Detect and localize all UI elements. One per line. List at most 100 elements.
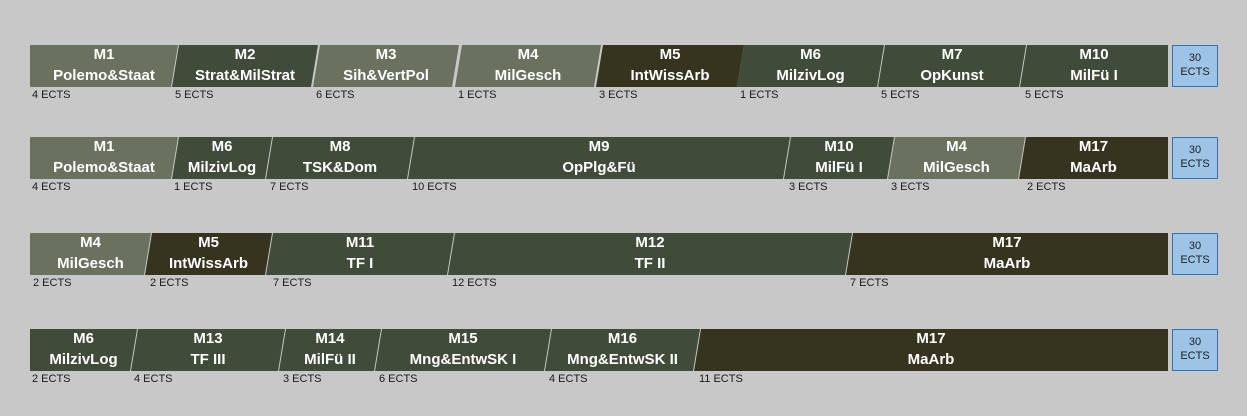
module-fill: [545, 329, 700, 371]
module-block: M2 Strat&MilStrat: [172, 45, 318, 87]
module-shape: [1019, 137, 1168, 179]
module-fill: [448, 233, 852, 275]
module-ects: 3 ECTS: [283, 373, 322, 385]
module-name: OpPlg&Fü: [562, 159, 636, 176]
module-block: M17 MaArb: [846, 233, 1168, 275]
module-ects: 4 ECTS: [549, 373, 588, 385]
total-value: 30: [1188, 52, 1202, 64]
module-name: OpKunst: [920, 67, 984, 84]
module-shape: [455, 45, 601, 87]
module-fill: [30, 45, 178, 87]
module-fill: [375, 329, 551, 371]
module-block: M16 Mng&EntwSK II: [545, 329, 700, 371]
module-shape: [30, 329, 137, 371]
module-code: M4: [946, 138, 967, 155]
module-name: MilzivLog: [49, 351, 118, 368]
module-fill: [172, 137, 272, 179]
module-code: M1: [93, 46, 115, 63]
module-block: M15 Mng&EntwSK I: [375, 329, 551, 371]
module-code: M6: [211, 138, 233, 155]
module-block: M1 Polemo&Staat: [30, 45, 178, 87]
module-shape: [1020, 45, 1168, 87]
module-fill: [266, 233, 454, 275]
module-block: M17 MaArb: [694, 329, 1168, 371]
module-shape: [596, 45, 744, 87]
module-code: M15: [448, 330, 478, 347]
module-shape: [888, 137, 1025, 179]
module-ects: 2 ECTS: [1027, 181, 1066, 193]
module-ects: 5 ECTS: [881, 89, 920, 101]
module-ects: 6 ECTS: [316, 89, 355, 101]
module-ects: 3 ECTS: [891, 181, 930, 193]
module-name: IntWissArb: [168, 255, 249, 272]
module-block: M9 OpPlg&Fü: [408, 137, 790, 179]
module-code: M4: [517, 46, 539, 63]
module-ects: 1 ECTS: [458, 89, 497, 101]
module-block: M4 MilGesch: [455, 45, 601, 87]
module-code: M8: [329, 138, 351, 155]
module-fill: [145, 233, 272, 275]
module-block: M17 MaArb: [1019, 137, 1168, 179]
module-name: TF II: [634, 255, 666, 272]
module-code: M13: [193, 330, 223, 347]
total-value: 30: [1188, 336, 1202, 348]
module-name: MaArb: [1070, 159, 1117, 176]
module-shape: [30, 137, 178, 179]
module-fill: [313, 45, 459, 87]
module-ects: 2 ECTS: [32, 373, 71, 385]
module-block: M6 MilzivLog: [737, 45, 884, 87]
module-code: M11: [345, 234, 375, 251]
module-shape: [313, 45, 459, 87]
total-unit: ECTS: [1180, 254, 1210, 266]
module-ects: 1 ECTS: [174, 181, 213, 193]
module-block: M10 MilFü I: [784, 137, 894, 179]
module-shape: [266, 137, 414, 179]
module-block: M4 MilGesch: [30, 233, 151, 275]
module-name: MilGesch: [923, 159, 990, 176]
module-block: M11 TF I: [266, 233, 454, 275]
module-ects: 2 ECTS: [33, 277, 72, 289]
module-shape: [145, 233, 272, 275]
module-block: M3 Sih&VertPol: [313, 45, 459, 87]
module-fill: [1020, 45, 1168, 87]
module-fill: [737, 45, 884, 87]
module-code: M3: [375, 46, 397, 63]
module-ects: 7 ECTS: [270, 181, 309, 193]
module-name: Mng&EntwSK I: [409, 351, 517, 368]
module-ects: 11 ECTS: [699, 373, 743, 385]
module-shape: [878, 45, 1026, 87]
total-unit: ECTS: [1180, 350, 1210, 362]
module-name: TF I: [346, 255, 374, 272]
module-shape: [737, 45, 884, 87]
module-fill: [596, 45, 744, 87]
semester-total-box: 30 ECTS: [1172, 329, 1218, 371]
module-name: TF III: [190, 351, 226, 368]
module-shape: [266, 233, 454, 275]
module-ects: 3 ECTS: [599, 89, 638, 101]
module-fill: [279, 329, 381, 371]
module-ects: 2 ECTS: [150, 277, 189, 289]
module-shape: [694, 329, 1168, 371]
semester-row-4: M6 MilzivLog 2 ECTS M13 TF III 4 ECTS M1…: [0, 329, 1247, 399]
module-block: M6 MilzivLog: [30, 329, 137, 371]
module-block: M4 MilGesch: [888, 137, 1025, 179]
module-name: MilGesch: [494, 67, 562, 84]
module-ects: 10 ECTS: [412, 181, 457, 193]
module-shape: [172, 45, 318, 87]
module-shape: [172, 137, 272, 179]
semester-total-box: 30 ECTS: [1172, 137, 1218, 179]
module-ects: 7 ECTS: [273, 277, 312, 289]
module-ects: 5 ECTS: [1025, 89, 1064, 101]
module-code: M7: [941, 46, 963, 63]
module-ects: 7 ECTS: [850, 277, 889, 289]
module-code: M9: [588, 138, 610, 155]
module-block: M14 MilFü II: [279, 329, 381, 371]
module-shape: [784, 137, 894, 179]
module-block: M12 TF II: [448, 233, 852, 275]
module-code: M6: [73, 330, 94, 347]
module-block: M7 OpKunst: [878, 45, 1026, 87]
module-shape: [375, 329, 551, 371]
module-fill: [408, 137, 790, 179]
module-fill: [694, 329, 1168, 371]
module-name: Polemo&Staat: [53, 67, 155, 84]
